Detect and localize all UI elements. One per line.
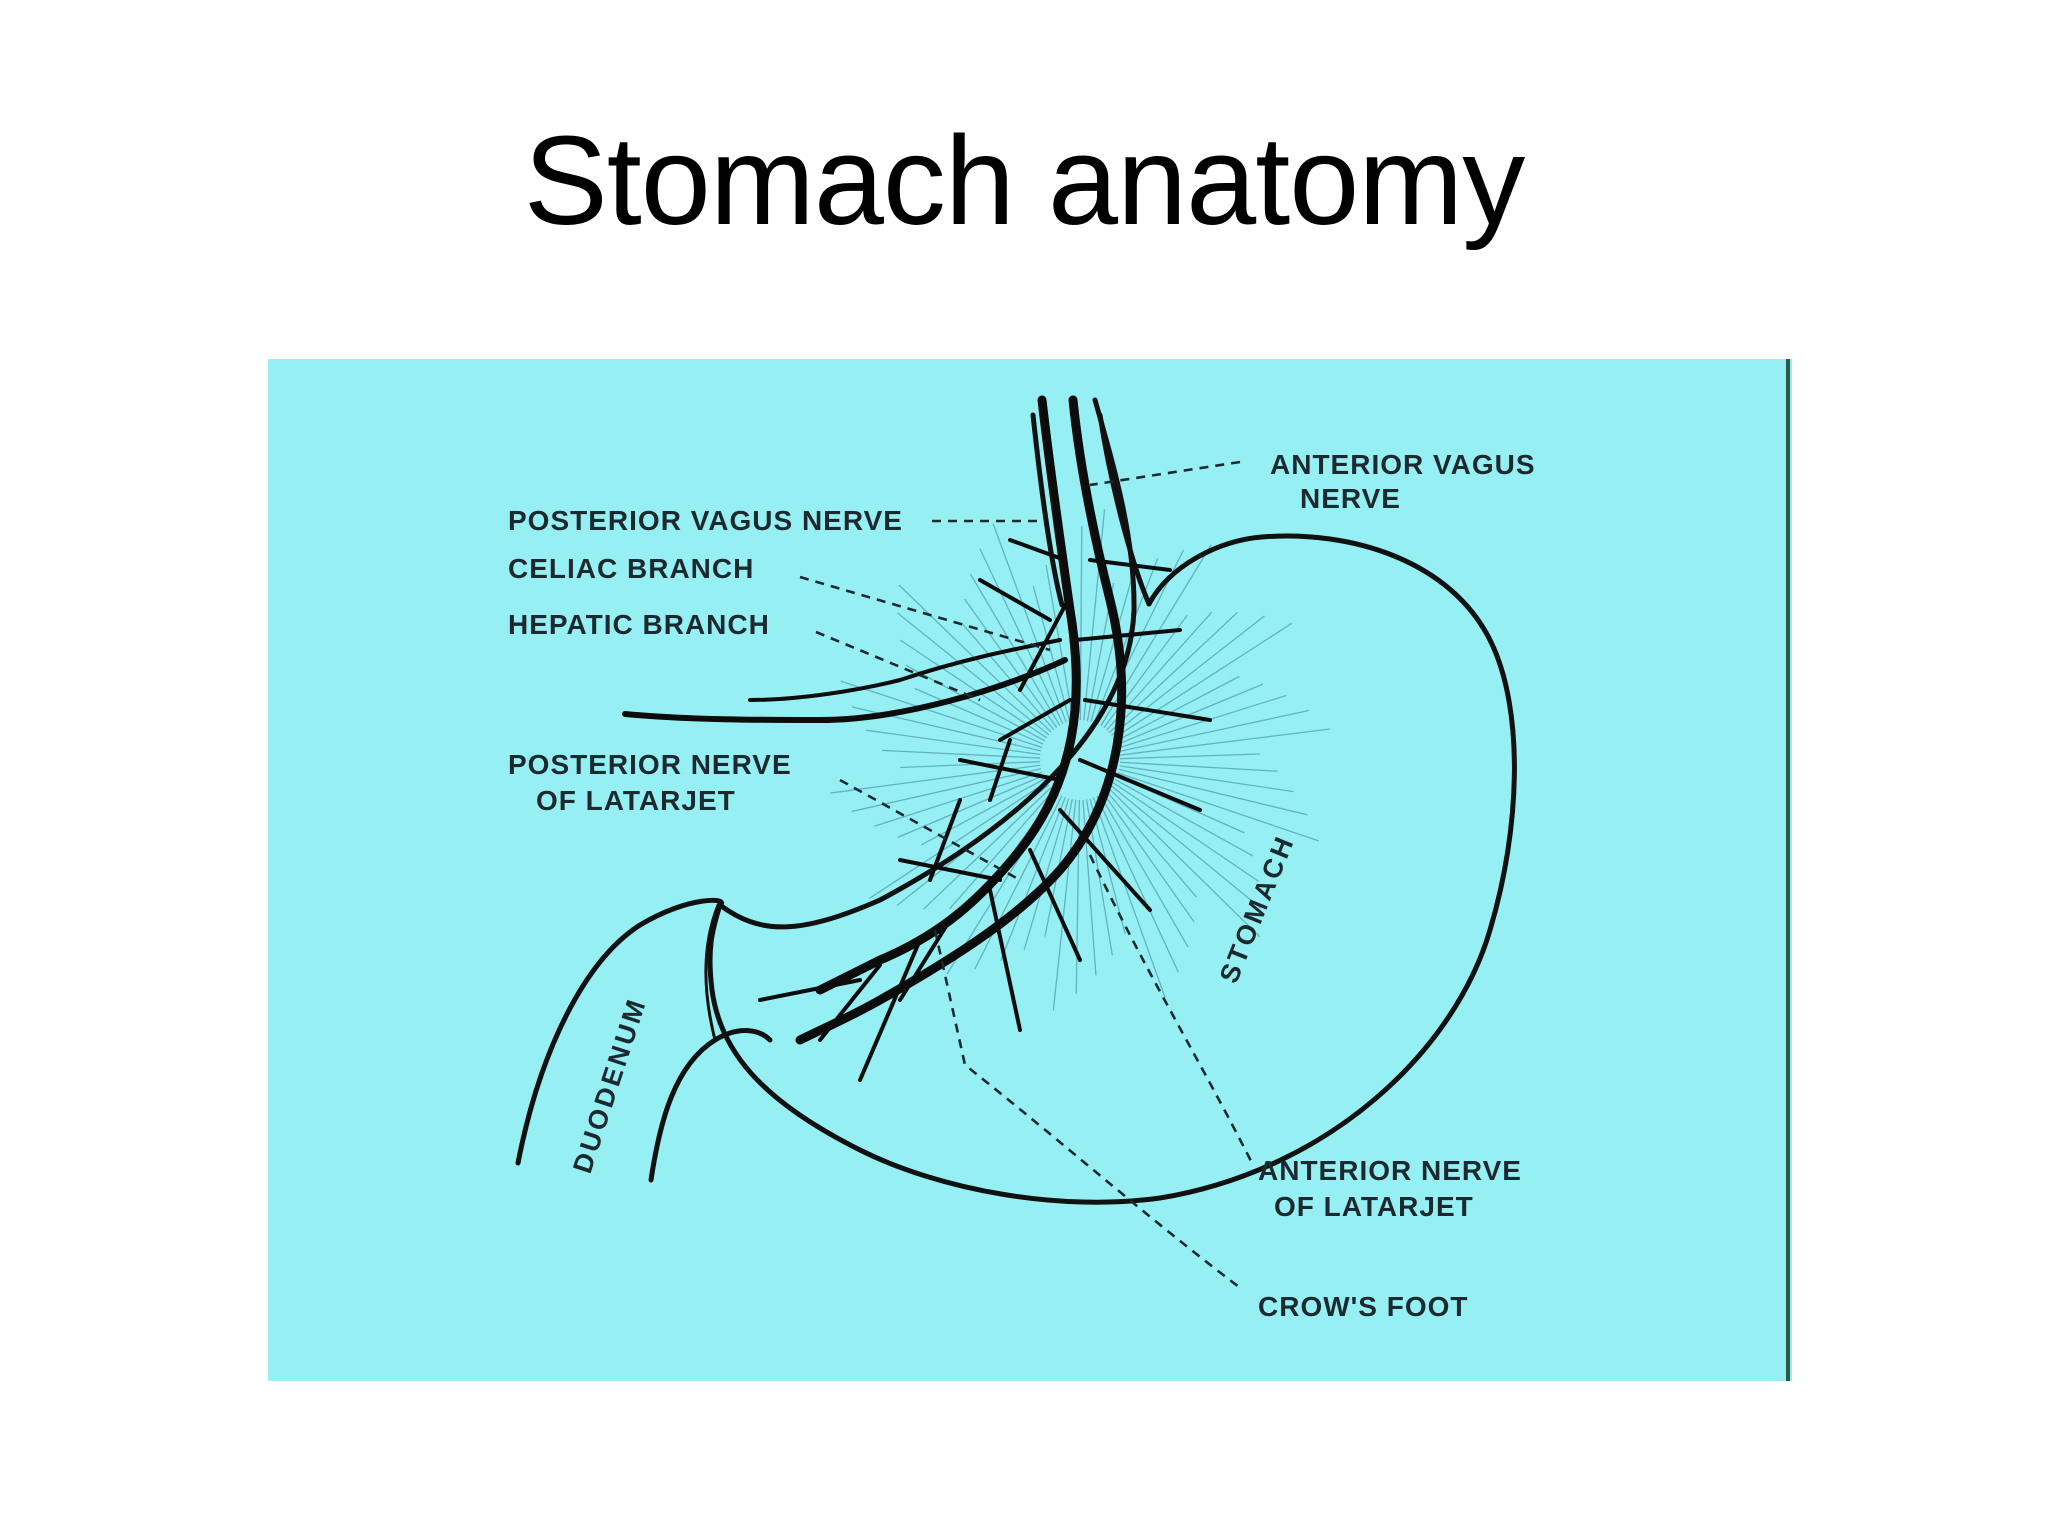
nerve-branch-17 bbox=[988, 738, 1012, 802]
celiac-branch-nerve bbox=[748, 638, 1062, 702]
label-anterior-vagus-2: NERVE bbox=[1300, 483, 1401, 514]
nerve-branch-5 bbox=[1028, 848, 1082, 962]
leader-anterior-latarjet bbox=[1088, 854, 1255, 1166]
shading-stroke-53 bbox=[1110, 784, 1262, 909]
shading-stroke-68 bbox=[974, 795, 1063, 970]
nerve-branches bbox=[758, 538, 1212, 1082]
label-anterior-vagus-1: ANTERIOR VAGUS bbox=[1270, 449, 1536, 480]
shading-stroke-18 bbox=[897, 612, 1050, 736]
label-hepatic-branch: HEPATIC BRANCH bbox=[508, 609, 770, 640]
shading-stroke-48 bbox=[1118, 768, 1308, 816]
label-posterior-vagus-nerve: POSTERIOR VAGUS NERVE bbox=[508, 505, 903, 536]
shading-stroke-15 bbox=[914, 687, 1044, 745]
nerve-branch-15 bbox=[1008, 538, 1067, 562]
shading-stroke-17 bbox=[899, 639, 1048, 739]
shading-stroke-39 bbox=[1113, 622, 1293, 739]
shading-stroke-66 bbox=[1023, 798, 1070, 951]
shading-stroke-57 bbox=[1099, 794, 1189, 948]
esophagus-left bbox=[1030, 412, 1065, 608]
shading-stroke-43 bbox=[1118, 709, 1309, 753]
shading-stroke-46 bbox=[1119, 761, 1278, 772]
label-posterior-nerve-latarjet-2: OF LATARJET bbox=[536, 785, 736, 816]
label-anterior-nerve-latarjet-2: OF LATARJET bbox=[1274, 1191, 1474, 1222]
shading-stroke-24 bbox=[992, 523, 1067, 723]
hepatic-branch-nerve bbox=[622, 657, 1068, 723]
shading-stroke-10 bbox=[900, 761, 1041, 769]
nerve-branch-7 bbox=[898, 918, 952, 1002]
shading-stroke-58 bbox=[1096, 796, 1179, 973]
shading-stroke-37 bbox=[1108, 611, 1239, 734]
pylorus-mark bbox=[704, 903, 720, 1042]
nerve-branch-12 bbox=[958, 758, 1062, 782]
label-celiac-branch: CELIAC BRANCH bbox=[508, 553, 754, 584]
label-crows-foot: CROW'S FOOT bbox=[1258, 1291, 1469, 1322]
nerve-branch-3 bbox=[1078, 758, 1202, 812]
nerve-branch-16 bbox=[1088, 558, 1172, 572]
shading-stroke-64 bbox=[1052, 799, 1077, 1011]
nerve-branch-10 bbox=[758, 978, 862, 1002]
shading-stroke-59 bbox=[1092, 797, 1166, 998]
shading-stroke-20 bbox=[961, 623, 1055, 731]
shading-stroke-31 bbox=[1090, 569, 1135, 722]
shading-stroke-12 bbox=[865, 729, 1041, 756]
shading-stroke-42 bbox=[1117, 694, 1287, 749]
figure-edge bbox=[1786, 359, 1790, 1381]
shading-stroke-6 bbox=[897, 775, 1044, 838]
label-anterior-nerve-latarjet-1: ANTERIOR NERVE bbox=[1258, 1155, 1522, 1186]
nerve-branch-18 bbox=[928, 798, 962, 882]
nerve-branch-1 bbox=[1073, 628, 1182, 642]
shading-stroke-21 bbox=[964, 598, 1058, 728]
label-stomach: STOMACH bbox=[1214, 830, 1301, 987]
nerve-branch-13 bbox=[998, 698, 1072, 742]
shading-stroke-54 bbox=[1108, 787, 1261, 938]
anterior-vagus-trunk bbox=[795, 395, 1126, 1045]
shading-stroke-5 bbox=[921, 778, 1046, 846]
leader-hepatic bbox=[815, 630, 981, 702]
leader-posterior-latarjet bbox=[839, 778, 1021, 882]
label-posterior-nerve-latarjet-1: POSTERIOR NERVE bbox=[508, 749, 792, 780]
slide-title: Stomach anatomy bbox=[523, 110, 1526, 251]
shading-stroke-45 bbox=[1119, 753, 1260, 760]
shading-stroke-55 bbox=[1105, 790, 1198, 898]
nerve-branch-11 bbox=[898, 858, 1002, 882]
shading-stroke-26 bbox=[1045, 564, 1074, 721]
esophagus-right bbox=[1097, 412, 1152, 607]
shading-stroke-51 bbox=[1114, 778, 1254, 857]
shading-stroke-4 bbox=[869, 781, 1047, 899]
nerve-branch-9 bbox=[818, 963, 882, 1042]
shading-stroke-67 bbox=[1000, 796, 1066, 962]
nerve-branch-2 bbox=[1083, 698, 1212, 722]
nerve-branch-0 bbox=[1018, 598, 1070, 692]
figure-panel bbox=[268, 359, 1792, 1381]
shading-stroke-32 bbox=[1093, 558, 1159, 723]
leader-celiac bbox=[799, 575, 1051, 652]
shading-stroke-2 bbox=[923, 787, 1052, 910]
nerve-branch-8 bbox=[858, 938, 922, 1082]
shading-stroke-41 bbox=[1116, 683, 1264, 746]
shading-stroke-52 bbox=[1112, 781, 1260, 882]
shading-stroke-11 bbox=[882, 749, 1041, 759]
nerve-branch-4 bbox=[1058, 808, 1152, 912]
shading-stroke-40 bbox=[1115, 675, 1240, 742]
stomach-outline bbox=[707, 533, 1517, 1205]
nerve-branch-14 bbox=[978, 578, 1052, 622]
nerve-branch-6 bbox=[988, 888, 1022, 1032]
leader-crows-foot bbox=[933, 929, 1244, 1292]
shading-stroke-1 bbox=[949, 789, 1055, 910]
label-duodenum: DUODENUM bbox=[567, 994, 652, 1177]
shading-stroke-25 bbox=[1032, 585, 1071, 722]
posterior-vagus-trunk bbox=[815, 395, 1081, 995]
shading-stroke-23 bbox=[979, 548, 1064, 725]
shading-stroke-56 bbox=[1102, 792, 1195, 923]
duodenum-outline-upper bbox=[515, 897, 725, 1166]
shading-stroke-47 bbox=[1119, 765, 1294, 793]
shading-stroke-38 bbox=[1111, 615, 1265, 736]
shading-stroke-49 bbox=[1117, 772, 1319, 842]
duodenum-outline-lower bbox=[648, 1028, 773, 1183]
shading-stroke-44 bbox=[1119, 728, 1331, 756]
